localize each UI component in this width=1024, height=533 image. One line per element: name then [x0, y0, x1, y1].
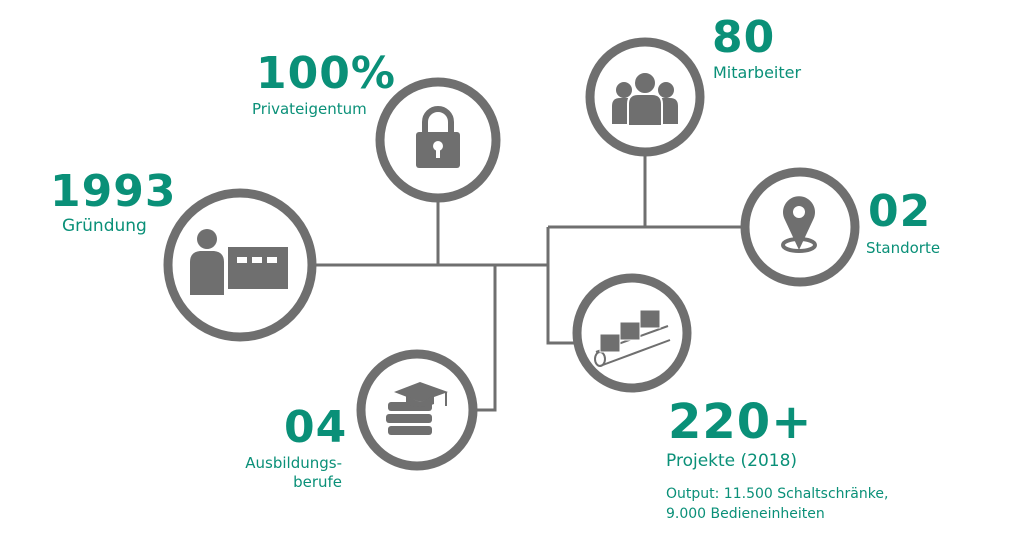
employees-label: Mitarbeiter: [713, 63, 802, 82]
projects-value: 220+: [668, 394, 813, 450]
people-group-icon: [612, 71, 678, 127]
locations-value: 02: [868, 186, 932, 237]
employees-value: 80: [712, 12, 776, 63]
training-label-line2: berufe: [293, 473, 342, 491]
founding-year: 1993: [50, 166, 177, 217]
ownership-value: 100%: [256, 48, 396, 99]
graduation-books-icon: [386, 382, 448, 435]
projects-label: Projekte (2018): [666, 451, 798, 471]
projects-detail-line1: Output: 11.500 Schaltschränke,: [666, 486, 889, 502]
projects-detail-line2: 9.000 Bedieneinheiten: [666, 506, 825, 522]
ownership-label: Privateigentum: [252, 100, 367, 118]
connector-lines: [312, 153, 743, 412]
lock-icon: [416, 106, 460, 168]
training-value: 04: [284, 402, 348, 453]
founding-label: Gründung: [62, 216, 147, 236]
location-pin-icon: [781, 196, 817, 253]
locations-label: Standorte: [866, 239, 941, 257]
conveyor-boxes-icon: [594, 309, 671, 367]
training-label-line1: Ausbildungs-: [245, 454, 342, 472]
businessman-building-icon: [190, 229, 288, 295]
